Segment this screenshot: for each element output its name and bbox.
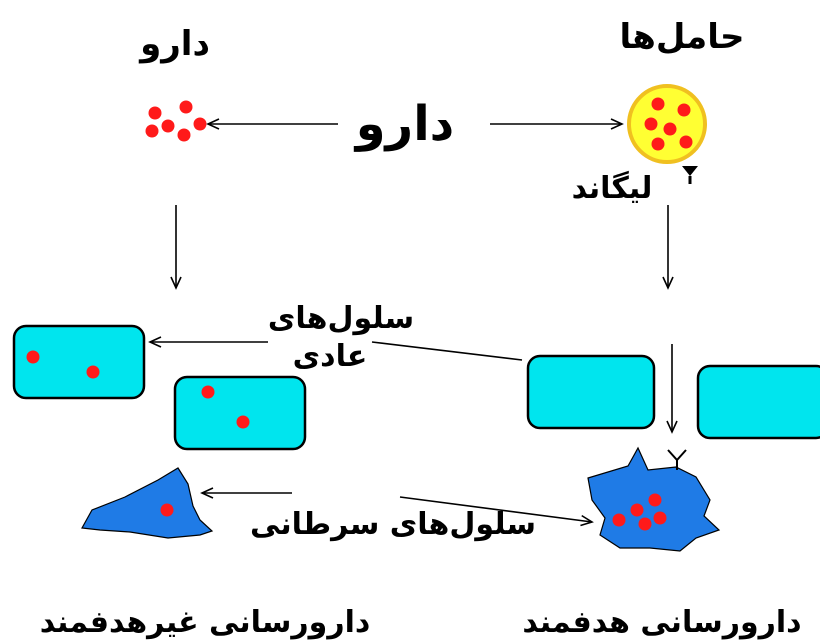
drug-particle bbox=[161, 119, 175, 133]
normal-cells-label: سلول‌های bbox=[268, 301, 414, 336]
drug-particle bbox=[193, 117, 207, 131]
non-targeted-delivery-caption: دارورسانی غیرهدفمند bbox=[40, 605, 371, 640]
drug-particle bbox=[201, 385, 215, 399]
drug-carrier bbox=[627, 84, 707, 184]
ligand-icon bbox=[682, 166, 698, 176]
drug-particle bbox=[160, 503, 174, 517]
normal-cells-label: عادی bbox=[293, 339, 368, 374]
drug-particle bbox=[630, 503, 644, 517]
arrow-to-cancer-cell-right bbox=[399, 496, 594, 527]
drug-particle bbox=[145, 124, 159, 138]
drug-particle bbox=[179, 100, 193, 114]
drug-particle bbox=[651, 97, 665, 111]
targeted-delivery-caption: دارورسانی هدفمند bbox=[522, 605, 801, 640]
drug-particle bbox=[653, 511, 667, 525]
drug-label-center: دارو bbox=[354, 96, 455, 152]
normal-cell bbox=[526, 354, 656, 430]
normal-cell bbox=[12, 324, 146, 400]
carriers-label: حامل‌ها bbox=[619, 17, 744, 57]
drug-particle bbox=[648, 493, 662, 507]
drug-particle bbox=[26, 350, 40, 364]
drug-particle bbox=[663, 122, 677, 136]
drug-particle bbox=[677, 103, 691, 117]
cancer-cells-label: سلول‌های سرطانی bbox=[250, 507, 536, 542]
drug-particle bbox=[679, 135, 693, 149]
line-to-normal-cell-right bbox=[371, 341, 523, 361]
drug-particle bbox=[644, 117, 658, 131]
ligand-label: لیگاند bbox=[572, 170, 653, 206]
drug-particle bbox=[612, 513, 626, 527]
normal-cell bbox=[173, 375, 307, 451]
drug-label-left: دارو bbox=[138, 24, 210, 64]
drug-particle bbox=[177, 128, 191, 142]
free-drug-particles bbox=[145, 100, 207, 142]
normal-cell bbox=[696, 364, 820, 440]
drug-particle bbox=[638, 517, 652, 531]
drug-particle bbox=[86, 365, 100, 379]
drug-particle bbox=[148, 106, 162, 120]
cancer-cell bbox=[81, 467, 214, 539]
drug-particle bbox=[651, 137, 665, 151]
targeted-drug-cluster bbox=[612, 449, 687, 531]
drug-particle bbox=[236, 415, 250, 429]
